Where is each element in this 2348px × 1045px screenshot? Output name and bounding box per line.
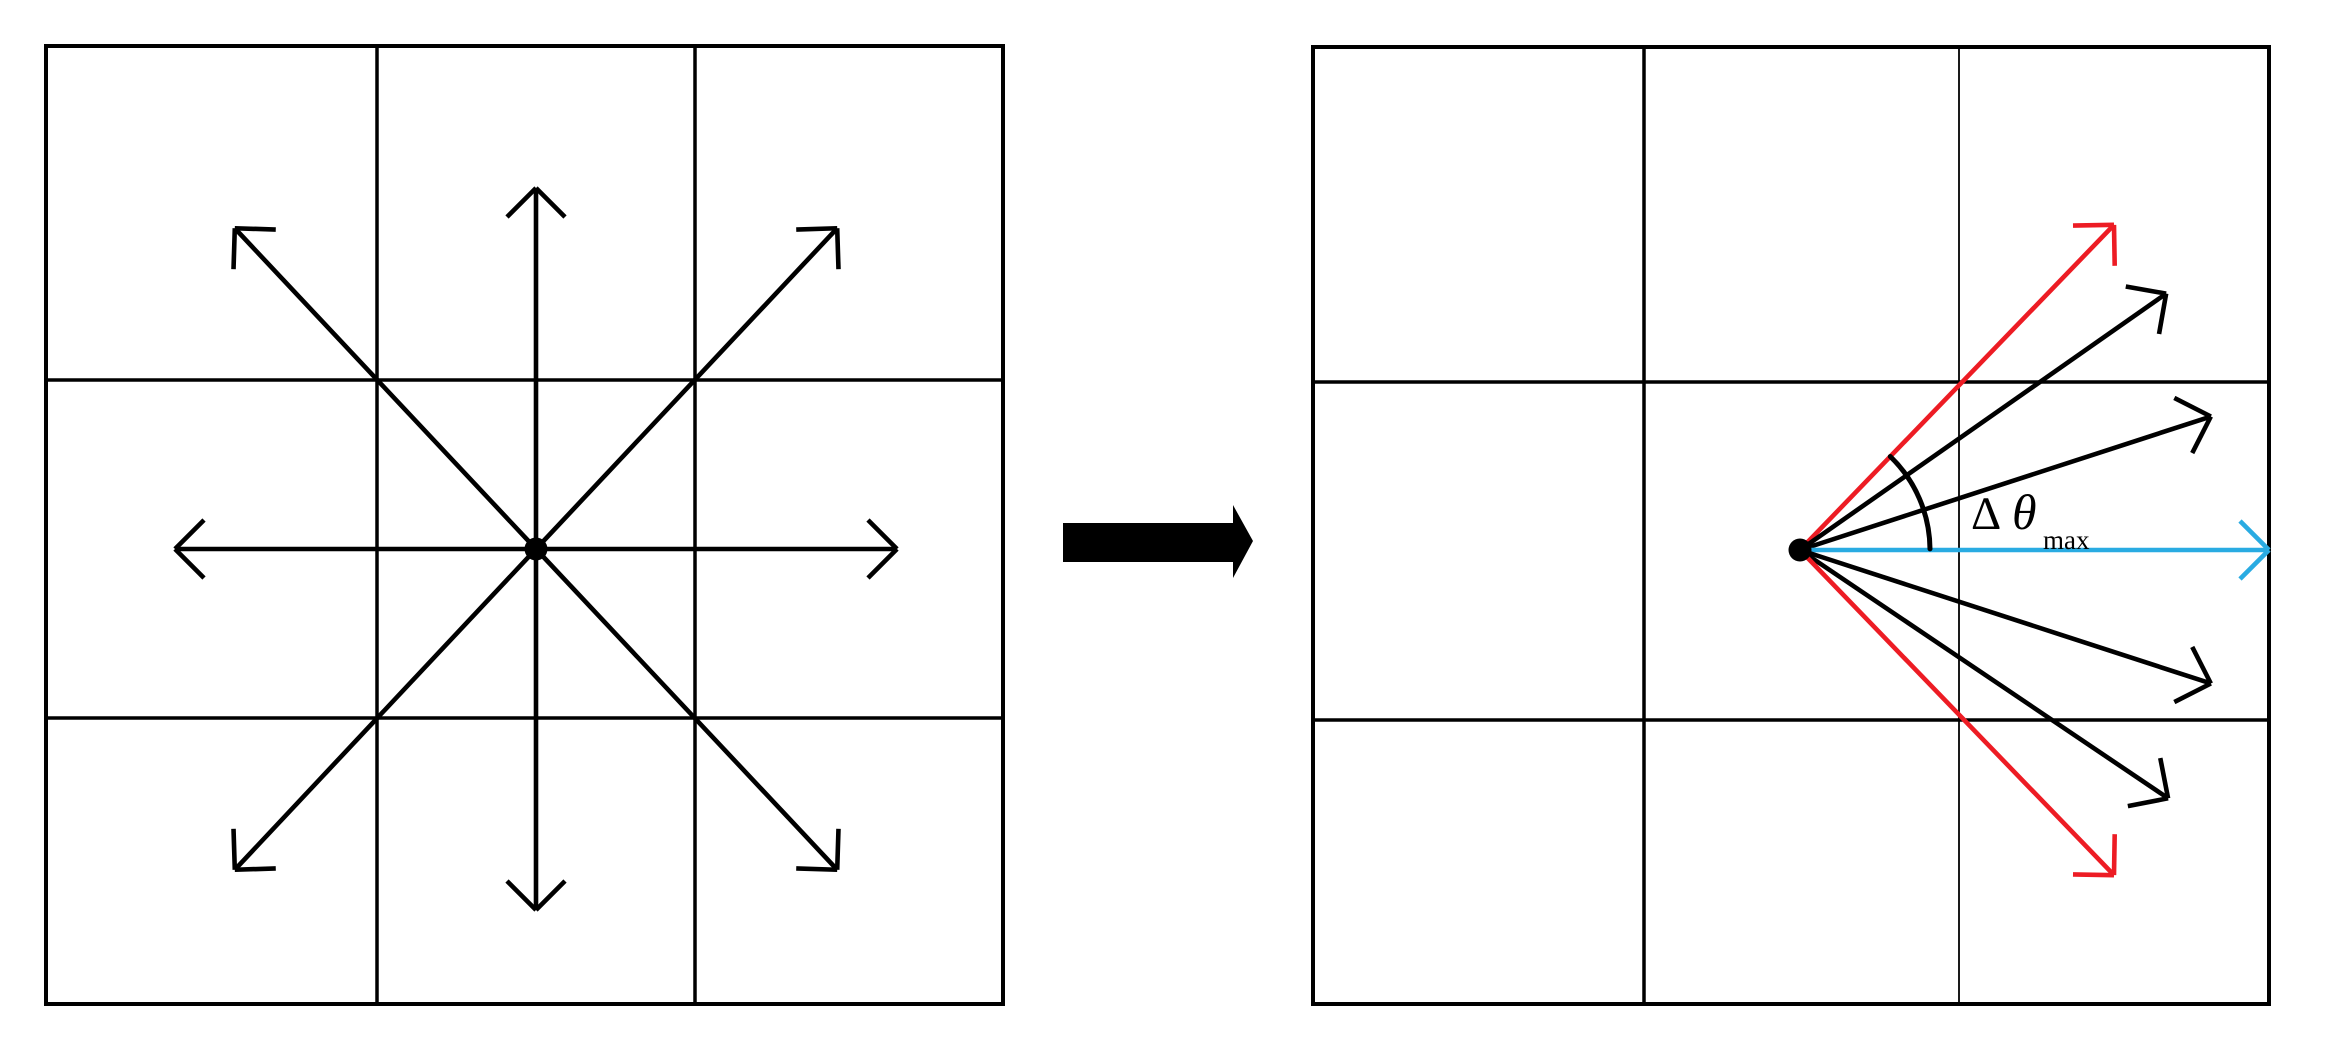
direction-arrow-southwest-shaft xyxy=(233,547,538,872)
direction-arrow-northeast-shaft xyxy=(534,226,839,551)
direction-arrow-southeast-head-2 xyxy=(834,828,841,870)
angle-label-delta: Δ xyxy=(1971,488,2001,540)
candidate-direction-arrow-4-head-2 xyxy=(2158,757,2171,799)
max-turn-lower-arrow-shaft xyxy=(1798,548,2116,877)
max-angle-arc xyxy=(1887,453,1933,552)
candidate-direction-arrow-1-head-2 xyxy=(2125,284,2167,296)
direction-arrow-southwest-head-1 xyxy=(231,828,238,870)
direction-arrow-east-head-1 xyxy=(866,547,899,580)
candidate-direction-arrow-2-head-1 xyxy=(2190,415,2213,455)
direction-arrow-north xyxy=(505,186,567,549)
max-turn-lower-arrow-head-1 xyxy=(2072,872,2115,878)
direction-arrow-northeast xyxy=(534,225,841,551)
current-direction-arrow-head-2 xyxy=(2238,519,2271,552)
direction-arrow-south xyxy=(505,549,567,912)
candidate-direction-arrow-2-head-2 xyxy=(2173,395,2212,419)
direction-arrow-northwest-head-2 xyxy=(231,228,238,270)
max-turn-lower-arrow xyxy=(1798,548,2118,878)
right-grid xyxy=(1311,45,2271,1006)
direction-arrow-south-head-2 xyxy=(534,879,567,912)
arrows-layer xyxy=(173,186,2271,912)
grids-layer xyxy=(44,44,2271,1006)
max-turn-upper-arrow-head-1 xyxy=(2111,224,2118,266)
candidate-direction-arrow-3-head-2 xyxy=(2190,645,2213,685)
right-direction-arrows xyxy=(1798,222,2271,878)
direction-arrow-southeast-shaft xyxy=(534,547,839,872)
direction-arrow-southeast xyxy=(534,547,841,873)
candidate-direction-arrow-1-head-1 xyxy=(2156,293,2169,335)
direction-arrow-west-head-2 xyxy=(173,547,206,580)
direction-arrow-northwest-head-1 xyxy=(234,225,276,232)
direction-arrow-west-head-1 xyxy=(173,518,206,551)
max-turn-upper-arrow xyxy=(1798,222,2118,552)
candidate-direction-arrow-3 xyxy=(1799,547,2213,705)
candidate-direction-arrow-2 xyxy=(1799,395,2213,553)
candidate-direction-arrow-4 xyxy=(1798,548,2171,809)
direction-arrow-west xyxy=(173,518,536,580)
direction-arrow-north-head-1 xyxy=(534,186,567,219)
max-turn-upper-arrow-shaft xyxy=(1798,223,2116,552)
annotations-layer xyxy=(524,453,1933,578)
direction-arrow-northwest xyxy=(231,225,538,551)
candidate-direction-arrow-4-head-1 xyxy=(2127,796,2169,809)
right-agent-dot xyxy=(1788,538,1812,562)
candidate-direction-arrow-4-shaft xyxy=(1798,548,2170,801)
direction-arrow-east-head-2 xyxy=(866,518,899,551)
direction-arrow-east xyxy=(536,518,899,580)
candidate-direction-arrow-2-shaft xyxy=(1799,414,2212,553)
left-grid xyxy=(44,44,1005,1006)
max-turn-lower-arrow-head-2 xyxy=(2111,834,2118,876)
right-grid-border xyxy=(1311,45,2271,1006)
candidate-direction-arrow-3-shaft xyxy=(1799,547,2212,686)
direction-arrow-southeast-head-1 xyxy=(796,866,838,873)
left-grid-border xyxy=(44,44,1005,1006)
angle-label-theta: θ xyxy=(2012,484,2037,540)
current-direction-arrow xyxy=(1800,519,2271,581)
left-agent-dot xyxy=(524,537,548,561)
max-turn-upper-arrow-head-2 xyxy=(2072,222,2115,228)
direction-arrow-northwest-shaft xyxy=(233,226,538,551)
angle-label-max-subscript: max xyxy=(2043,525,2090,555)
transition-arrow xyxy=(1063,505,1253,578)
candidate-direction-arrow-3-head-1 xyxy=(2173,681,2212,705)
direction-arrow-northeast-head-2 xyxy=(796,225,838,232)
direction-arrow-south-head-1 xyxy=(505,879,538,912)
direction-arrow-southwest xyxy=(231,547,538,873)
direction-arrow-north-head-2 xyxy=(505,186,538,219)
candidate-direction-arrow-1-shaft xyxy=(1798,291,2168,552)
candidate-direction-arrow-1 xyxy=(1798,284,2169,552)
current-direction-arrow-head-1 xyxy=(2238,548,2271,581)
direction-arrow-southwest-head-2 xyxy=(234,866,276,873)
direction-arrow-northeast-head-1 xyxy=(834,228,841,270)
left-direction-arrows xyxy=(173,186,899,912)
